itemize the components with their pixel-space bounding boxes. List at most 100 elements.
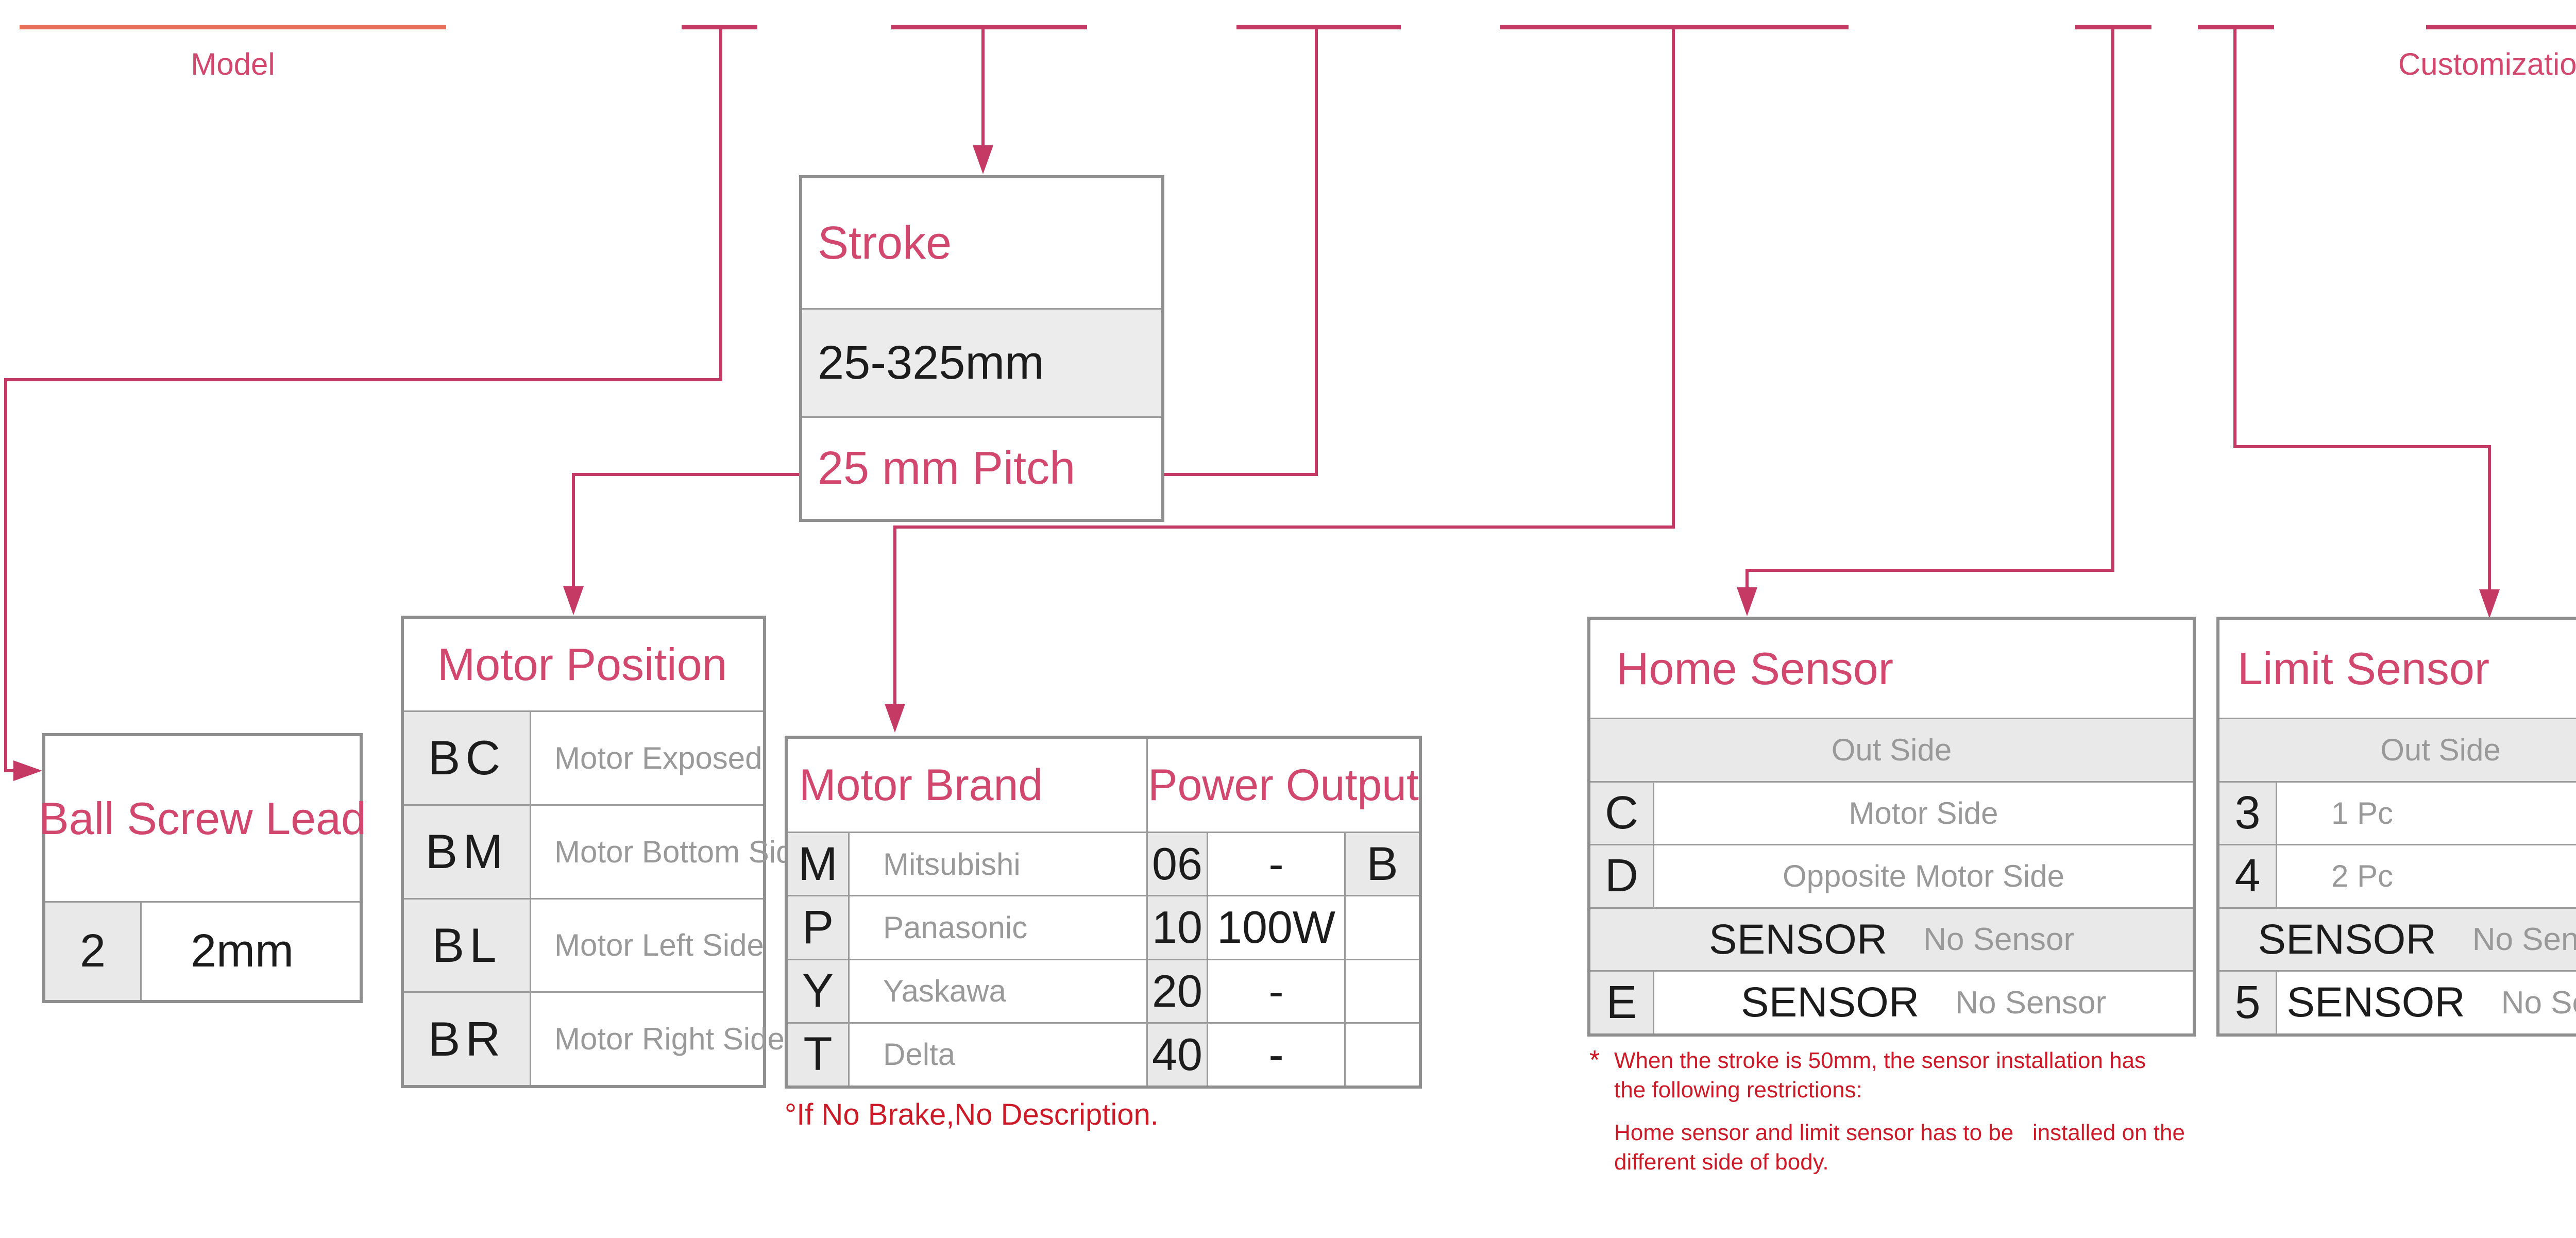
power-output-title: Power Output bbox=[1148, 739, 1419, 832]
motor-brand-code: T bbox=[788, 1023, 850, 1086]
connector-ball-screw-v1 bbox=[719, 27, 722, 381]
code-segment-motor-position bbox=[1236, 25, 1401, 29]
connector-ball-screw-h1 bbox=[4, 378, 722, 381]
limit-sensor-title-text: Limit Sensor bbox=[2238, 643, 2490, 694]
model-underline bbox=[20, 25, 446, 29]
motor-position-desc: Motor Exposed bbox=[554, 740, 762, 775]
limit-sensor-code: 4 bbox=[2219, 845, 2277, 907]
arrow-limit-sensor bbox=[2479, 589, 2500, 618]
limit-sensor-nosensor-row: SENSOR No Sensor bbox=[2219, 907, 2576, 971]
home-sensor-outside-label: Out Side bbox=[1831, 733, 1952, 768]
motor-brand-code: Y bbox=[788, 960, 850, 1022]
sensor-wordmark: SENSOR bbox=[2258, 915, 2436, 963]
connector-home-sensor-h bbox=[1745, 569, 2114, 572]
motor-position-code: BM bbox=[404, 805, 531, 898]
arrow-stroke bbox=[973, 145, 993, 174]
motor-position-row: BR Motor Right Side bbox=[404, 991, 785, 1085]
stroke-table: Stroke 25-325mm 25 mm Pitch bbox=[799, 175, 1164, 522]
ball-screw-lead-row: 2 2mm bbox=[45, 901, 360, 1000]
stroke-range-row: 25-325mm bbox=[802, 308, 1161, 416]
stroke-pitch-row: 25 mm Pitch bbox=[802, 416, 1161, 519]
limit-sensor-outside-row: Out Side bbox=[2219, 718, 2576, 781]
power-watt: - bbox=[1208, 1023, 1346, 1086]
power-code: 20 bbox=[1148, 960, 1208, 1022]
home-sensor-code: D bbox=[1590, 845, 1654, 907]
home-sensor-title-text: Home Sensor bbox=[1616, 643, 1894, 694]
motor-brand-code: P bbox=[788, 896, 850, 959]
home-sensor-code: C bbox=[1590, 782, 1654, 844]
limit-sensor-nosensor-cell: SENSOR No Sensor bbox=[2219, 909, 2576, 971]
brake-code bbox=[1346, 960, 1419, 1022]
home-sensor-nosensor-cell: SENSOR No Sensor bbox=[1590, 909, 2193, 971]
home-sensor-nosensor-row: SENSOR No Sensor bbox=[1590, 907, 2193, 971]
arrow-motor-position bbox=[563, 586, 584, 615]
limit-sensor-code: 3 bbox=[2219, 782, 2277, 844]
limit-sensor-title: Limit Sensor bbox=[2219, 620, 2576, 718]
limit-sensor-desc: 2 Pc bbox=[2331, 859, 2394, 894]
connector-motor-brand-h bbox=[893, 525, 1675, 529]
sensor-note-line: Home sensor and limit sensor has to be i… bbox=[1614, 1120, 2185, 1145]
brake-code: B bbox=[1346, 833, 1419, 895]
power-output-title-text: Power Output bbox=[1148, 760, 1419, 810]
sensor-wordmark: SENSOR bbox=[1708, 915, 1888, 963]
motor-position-desc: Motor Bottom Side bbox=[554, 834, 810, 869]
sensor-note-line: different side of body. bbox=[1614, 1149, 1829, 1175]
motor-position-code: BC bbox=[404, 712, 531, 804]
sensor-note-line: the following restrictions: bbox=[1614, 1077, 1862, 1103]
connector-limit-sensor-v1 bbox=[2233, 27, 2236, 448]
motor-brand-name: Delta bbox=[850, 1023, 1148, 1086]
stroke-range-value: 25-325mm bbox=[818, 336, 1044, 389]
sensor-note-line: When the stroke is 50mm, the sensor inst… bbox=[1614, 1048, 2146, 1073]
sensor-note-lines: When the stroke is 50mm, the sensor inst… bbox=[1614, 1046, 2185, 1177]
ball-screw-lead-title: Ball Screw Lead bbox=[39, 736, 366, 901]
motor-position-desc: Motor Left Side bbox=[554, 928, 764, 963]
power-code: 10 bbox=[1148, 896, 1208, 959]
ball-screw-code: 2 bbox=[45, 903, 142, 1000]
power-watt: - bbox=[1208, 833, 1346, 895]
home-sensor-row: D Opposite Motor Side bbox=[1590, 844, 2193, 907]
motor-position-title-text: Motor Position bbox=[437, 639, 727, 690]
limit-sensor-outside-label: Out Side bbox=[2380, 733, 2501, 768]
home-sensor-desc: Motor Side bbox=[1849, 795, 1998, 830]
code-segment-stroke bbox=[891, 25, 1087, 29]
connector-motor-brand-v1 bbox=[1672, 27, 1675, 529]
power-watt: 100W bbox=[1208, 896, 1346, 959]
power-code: 06 bbox=[1148, 833, 1208, 895]
sensor-note-gap bbox=[1614, 1105, 2185, 1118]
sensor-note-marker: * bbox=[1589, 1045, 1600, 1075]
brake-code bbox=[1346, 896, 1419, 958]
connector-motor-brand-v2 bbox=[893, 525, 896, 706]
stroke-pitch-value: 25 mm Pitch bbox=[818, 442, 1076, 494]
limit-sensor-table: Limit Sensor Out Side 3 1 Pc 4 2 Pc SENS… bbox=[2216, 617, 2576, 1037]
motor-brand-row: M Mitsubishi 06 - B bbox=[788, 832, 1419, 895]
connector-limit-sensor-h bbox=[2233, 445, 2491, 448]
motor-position-title: Motor Position bbox=[404, 619, 763, 710]
ball-screw-value: 2mm bbox=[191, 925, 294, 977]
motor-position-code: BL bbox=[404, 899, 531, 992]
motor-position-code: BR bbox=[404, 993, 531, 1085]
ball-screw-title-text: Ball Screw Lead bbox=[39, 793, 366, 844]
ball-screw-lead-table: Ball Screw Lead 2 2mm bbox=[39, 733, 366, 1003]
motor-brand-name: Mitsubishi bbox=[850, 833, 1148, 895]
connector-ball-screw-h2 bbox=[4, 769, 20, 772]
no-sensor-label: No Sensor bbox=[1955, 985, 2107, 1021]
sensor-note: * When the stroke is 50mm, the sensor in… bbox=[1589, 1046, 2185, 1177]
connector-limit-sensor-v2 bbox=[2488, 445, 2491, 590]
limit-sensor-code: 5 bbox=[2219, 972, 2277, 1033]
motor-brand-title: Motor Brand bbox=[788, 739, 1148, 832]
motor-brand-table: Motor Brand Power Output M Mitsubishi 06… bbox=[785, 736, 1422, 1089]
home-sensor-row: C Motor Side bbox=[1590, 781, 2193, 844]
connector-home-sensor-v1 bbox=[2111, 27, 2114, 572]
motor-brand-name: Yaskawa bbox=[850, 960, 1148, 1022]
connector-motor-position-v2 bbox=[572, 473, 575, 587]
sensor-wordmark: SENSOR bbox=[1740, 979, 1920, 1026]
motor-brand-row: Y Yaskawa 20 - bbox=[788, 958, 1419, 1022]
motor-position-row: BM Motor Bottom Side bbox=[404, 804, 810, 898]
arrow-motor-brand bbox=[885, 704, 905, 733]
motor-brand-name: Panasonic bbox=[850, 896, 1148, 959]
home-sensor-desc: Opposite Motor Side bbox=[1783, 859, 2064, 894]
motor-position-desc: Motor Right Side bbox=[554, 1022, 785, 1057]
no-sensor-label: No Sensor bbox=[2472, 922, 2576, 958]
connector-motor-position-v1 bbox=[1315, 27, 1318, 476]
power-watt: - bbox=[1208, 960, 1346, 1022]
